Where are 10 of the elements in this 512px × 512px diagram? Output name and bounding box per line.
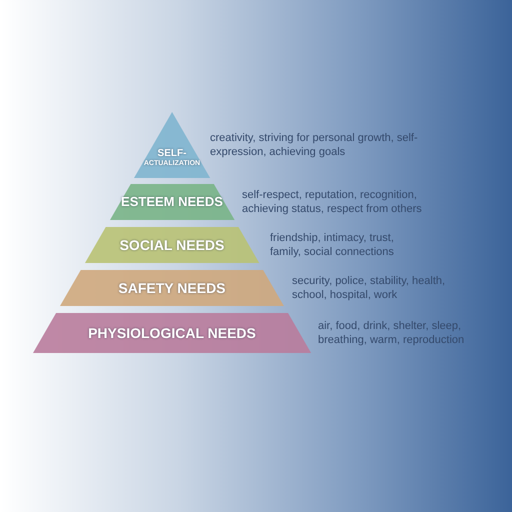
level-label: SAFETY NEEDS — [117, 280, 227, 296]
description-text: friendship, intimacy, trust, family, social connections — [270, 231, 395, 259]
level-label: PHYSIOLOGICAL NEEDS — [87, 324, 257, 342]
description-text: self-respect, reputation, recognition, achieving status, respect from others — [242, 188, 423, 216]
description-text: security, police, stability, health, school, hospital, work — [292, 274, 446, 302]
description-text: creativity, striving for personal growth, self-expression, achieving goals — [210, 131, 419, 159]
description-text: air, food, drink, shelter, sleep, breathing, warm, reproduction — [318, 319, 466, 347]
level-label: ESTEEM NEEDS — [120, 194, 224, 210]
level-label: SOCIAL NEEDS — [118, 236, 226, 254]
level-label: SELF- — [156, 148, 188, 160]
